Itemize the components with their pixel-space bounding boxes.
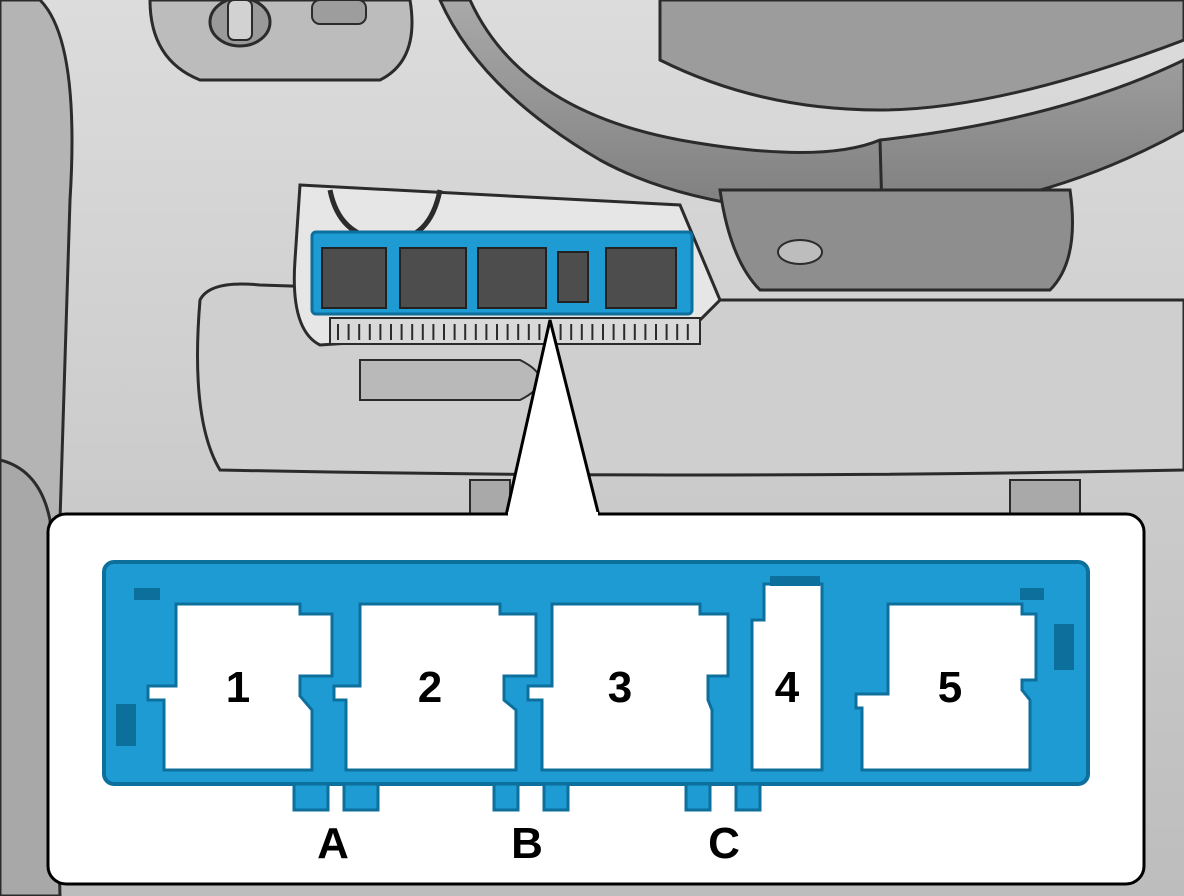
relay-slot-3 <box>526 602 730 772</box>
clip-right-top <box>1020 588 1044 600</box>
clip-left-top <box>134 588 160 600</box>
light-dimmer <box>311 0 367 25</box>
tab-a-left <box>292 782 330 812</box>
fuse-box-small-relays <box>321 247 677 309</box>
connector-label-a: A <box>317 819 349 868</box>
relay-slots <box>146 582 1038 772</box>
small-relay-5 <box>605 247 677 309</box>
relay-slot-4 <box>750 582 824 772</box>
steering-wheel-hub <box>658 0 1184 112</box>
connector-tabs <box>292 782 762 812</box>
relay-slot-5 <box>854 602 1038 772</box>
small-relay-4 <box>557 251 589 303</box>
tab-a-right <box>342 782 380 812</box>
light-switch-housing <box>148 0 414 82</box>
clip-right-side <box>1054 624 1074 670</box>
relay-slot-1 <box>146 602 334 772</box>
connector-label-b: B <box>511 819 543 868</box>
fuse-box-terminal-strip <box>329 317 701 345</box>
clip-slot4-top <box>770 576 820 586</box>
tab-c-left <box>684 782 712 812</box>
column-bolt <box>777 239 823 265</box>
relay-slot-2 <box>332 602 538 772</box>
relay-slot-label-2: 2 <box>417 663 443 712</box>
relay-slot-label-4: 4 <box>774 663 800 712</box>
terminal-ticks <box>337 324 689 340</box>
small-relay-3 <box>477 247 547 309</box>
relay-slot-label-1: 1 <box>225 663 251 712</box>
light-switch-grip <box>227 0 253 41</box>
panel-clips <box>116 576 1074 746</box>
small-relay-2 <box>399 247 467 309</box>
relay-slot-label-3: 3 <box>607 663 633 712</box>
tab-b-left <box>492 782 520 812</box>
connector-label-c: C <box>708 819 740 868</box>
tab-b-right <box>542 782 570 812</box>
steering-column <box>718 188 1074 292</box>
small-relay-1 <box>321 247 387 309</box>
callout-pointer-cover <box>508 512 598 518</box>
lower-trim-strip <box>359 359 541 401</box>
clip-left-side <box>116 704 136 746</box>
relay-slot-label-5: 5 <box>937 663 963 712</box>
tab-c-right <box>734 782 762 812</box>
